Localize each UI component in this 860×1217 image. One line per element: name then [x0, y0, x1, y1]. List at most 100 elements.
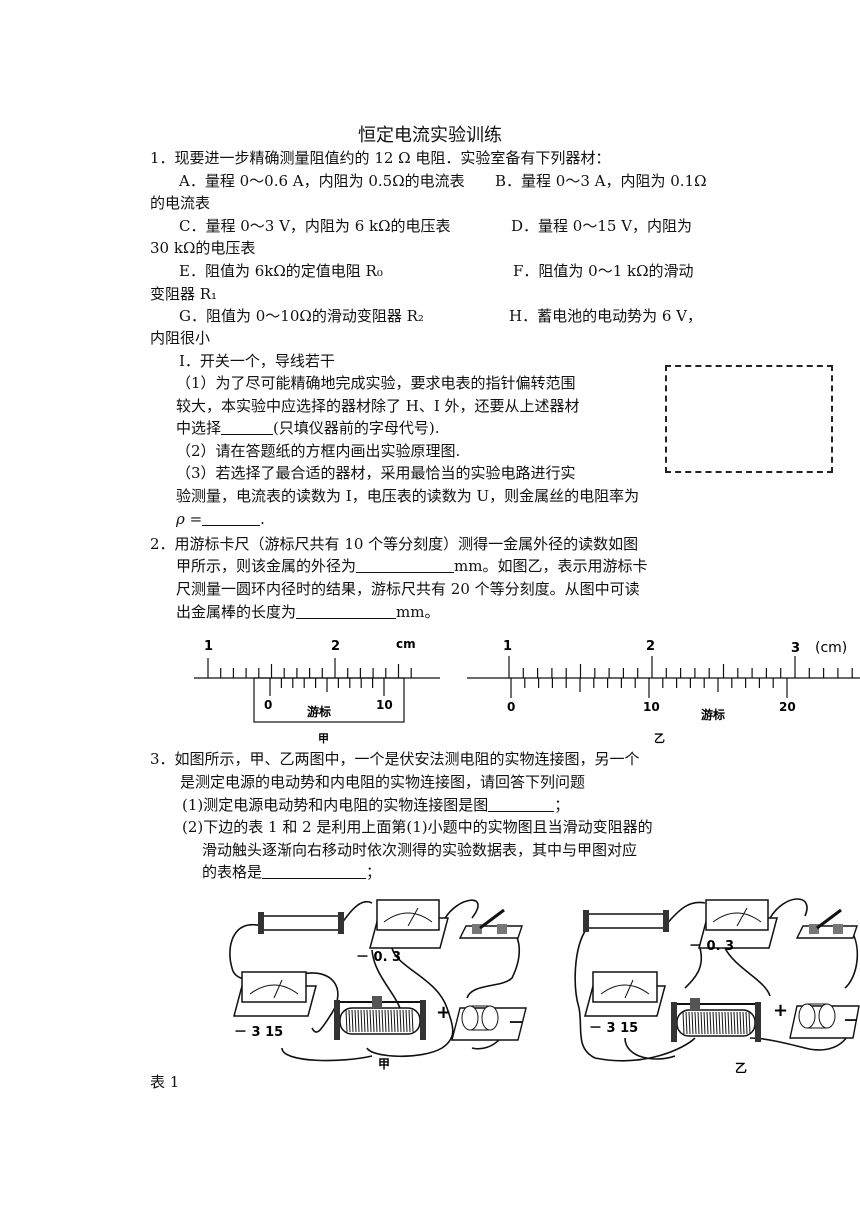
q1-part3-line3: ρ =. [176, 509, 265, 529]
q3-line1: 3．如图所示，甲、乙两图中，一个是伏安法测电阻的实物连接图，另一个 [150, 750, 640, 768]
rheostat-coil-turn [360, 1009, 363, 1033]
rheostat-coil-turn [688, 1011, 691, 1035]
rheostat-coil-turn [691, 1011, 694, 1035]
rheostat-coil-turn [682, 1011, 685, 1035]
rheostat-coil-turn [736, 1011, 739, 1035]
q2-line2-prefix: 甲所示，则该金属的外径为 [176, 557, 357, 575]
rheostat-coil-turn [715, 1011, 718, 1035]
caliper-a-main-label-1: 1 [204, 639, 213, 654]
caliper-b-unit-label: (cm) [815, 640, 847, 656]
battery-b [789, 1003, 860, 1039]
q3-sub2-line3: 的表格是 ； [202, 862, 381, 882]
table-label: 表 1 [150, 1073, 180, 1091]
rheostat-coil-turn [363, 1009, 366, 1033]
rheostat-coil-turn [411, 1009, 414, 1033]
q1-answer-blank-1[interactable] [221, 419, 274, 435]
battery-a-minus: － [508, 1013, 524, 1032]
caliper-b-main-label-1: 1 [503, 639, 512, 654]
q3-answer-blank-2[interactable] [262, 863, 367, 879]
q1-option-d-cont: 30 kΩ的电压表 [150, 239, 256, 257]
circuit-figure-a: － 0. 3 － 3 15 + － 甲 [229, 899, 527, 1071]
circuit-b-caption: 乙 [735, 1061, 747, 1073]
rheostat-coil-turn [727, 1011, 730, 1035]
rheostat-coil-turn [372, 1009, 375, 1033]
voltmeter-a [233, 971, 317, 1017]
q1-option-f: F．阻值为 0～1 kΩ的滑动 [513, 262, 694, 280]
caliper-b-vernier-label-10: 10 [643, 700, 660, 714]
q1-stem: 1．现要进一步精确测量阻值约的 12 Ω 电阻．实验室备有下列器材： [150, 149, 611, 167]
caliper-figure-a: 1 2 cm 0 游标 10 甲 [194, 637, 440, 745]
q1-option-c: C．量程 0～3 V，内阻为 6 kΩ的电压表 [179, 217, 451, 235]
resistor-b [583, 910, 669, 932]
q2-answer-blank-1[interactable] [356, 557, 455, 573]
q3-sub2-suffix: ； [366, 863, 382, 881]
q1-part3-line2: 验测量，电流表的读数为 I，电压表的读数为 U，则金属丝的电阻率为 [176, 487, 640, 505]
q3-sub1-suffix: ； [554, 796, 570, 814]
q2-line1: 2．用游标卡尺（游标尺共有 10 个等分刻度）测得一金属外径的读数如图 [150, 535, 639, 553]
q3-line2: 是测定电源的电动势和内电阻的实物连接图，请回答下列问题 [180, 773, 586, 791]
caliper-b-vernier-label-20: 20 [779, 700, 796, 714]
rheostat-coil-turn [393, 1009, 396, 1033]
rheostat-coil-turn [685, 1011, 688, 1035]
answer-drawing-box[interactable] [665, 365, 833, 473]
q3-sub1: (1)测定电源电动势和内电阻的实物连接图是图； [182, 795, 569, 815]
page-title: 恒定电流实验训练 [358, 125, 502, 146]
q3-sub2-line1: (2)下边的表 1 和 2 是利用上面第(1)小题中的实物图且当滑动变阻器的 [182, 818, 653, 836]
q2-line4: 出金属棒的长度为 mm。 [176, 602, 439, 622]
rheostat-coil-turn [733, 1011, 736, 1035]
caliper-a-unit-label: cm [396, 637, 416, 651]
rheostat-coil-turn [354, 1009, 357, 1033]
q2-answer-blank-2[interactable] [296, 603, 397, 619]
rheostat-coil-turn [739, 1011, 742, 1035]
rheostat-coil-turn [706, 1011, 709, 1035]
rheostat-coil-turn [351, 1009, 354, 1033]
q2-line2-suffix: mm。如图乙，表示用游标卡 [454, 557, 648, 575]
rheostat-coil-turn [345, 1009, 348, 1033]
circuit-a-caption: 甲 [378, 1057, 390, 1071]
rheostat-coil-turn [703, 1011, 706, 1035]
ammeter-b [698, 899, 778, 949]
caliper-a-vernier-frame [253, 677, 405, 723]
rheostat-coil-turn [721, 1011, 724, 1035]
q1-option-b-cont: 的电流表 [150, 194, 211, 212]
caliper-a-caption: 甲 [318, 732, 329, 745]
q2-line3: 尺测量一圆环内径时的结果，游标尺共有 20 个等分刻度。从图中可读 [176, 580, 640, 598]
rheostat-coil-turn [366, 1009, 369, 1033]
switch-a [458, 908, 523, 939]
rheostat-coil-turn [718, 1011, 721, 1035]
q2-line4-prefix: 出金属棒的长度为 [176, 603, 297, 621]
battery-a [451, 1005, 527, 1041]
rheostat-coil-turn [348, 1009, 351, 1033]
q3-sub2-prefix: 的表格是 [202, 863, 263, 881]
caliper-b-vernier-label-0: 0 [507, 700, 515, 714]
rheostat-coil-turn [408, 1009, 411, 1033]
q1-option-f-cont: 变阻器 R₁ [150, 285, 218, 303]
q2-line2: 甲所示，则该金属的外径为 mm。如图乙，表示用游标卡 [176, 556, 647, 576]
rheostat-coil-turn [378, 1009, 381, 1033]
caliper-a-vernier-label-0: 0 [264, 698, 272, 712]
rheostat-a [334, 996, 426, 1040]
rheostat-coil-turn [712, 1011, 715, 1035]
rheostat-coil-turn [399, 1009, 402, 1033]
resistor-a [258, 912, 344, 934]
q1-option-h: H．蓄电池的电动势为 6 V， [509, 307, 702, 325]
rheostat-coil-turn [694, 1011, 697, 1035]
q1-part1-line3: 中选择(只填仪器前的字母代号). [176, 418, 440, 438]
q1-answer-blank-2[interactable] [202, 510, 261, 526]
rheostat-coil-turn [381, 1009, 384, 1033]
circuit-figure-b: － 0. 3 － 3 15 + － 乙 [574, 898, 860, 1073]
rheostat-coil-turn [730, 1011, 733, 1035]
voltmeter-b [584, 971, 666, 1017]
q2-line4-suffix: mm。 [396, 603, 440, 621]
q1-part3-end: . [260, 510, 265, 528]
caliper-a-vernier-label-10: 10 [376, 698, 393, 712]
caliper-a-vernier-name: 游标 [307, 704, 331, 719]
q1-option-g: G．阻值为 0～10Ω的滑动变阻器 R₂ [179, 307, 424, 325]
battery-b-plus: + [773, 1000, 788, 1021]
rheostat-coil-turn [748, 1011, 751, 1035]
rheostat-coil-turn [742, 1011, 745, 1035]
q1-option-d: D．量程 0～15 V，内阻为 [511, 217, 693, 235]
q3-answer-blank-1[interactable] [488, 796, 555, 812]
q1-part3-line1: （3）若选择了最合适的器材，采用最恰当的实验电路进行实 [176, 464, 576, 482]
ammeter-a [369, 899, 449, 949]
